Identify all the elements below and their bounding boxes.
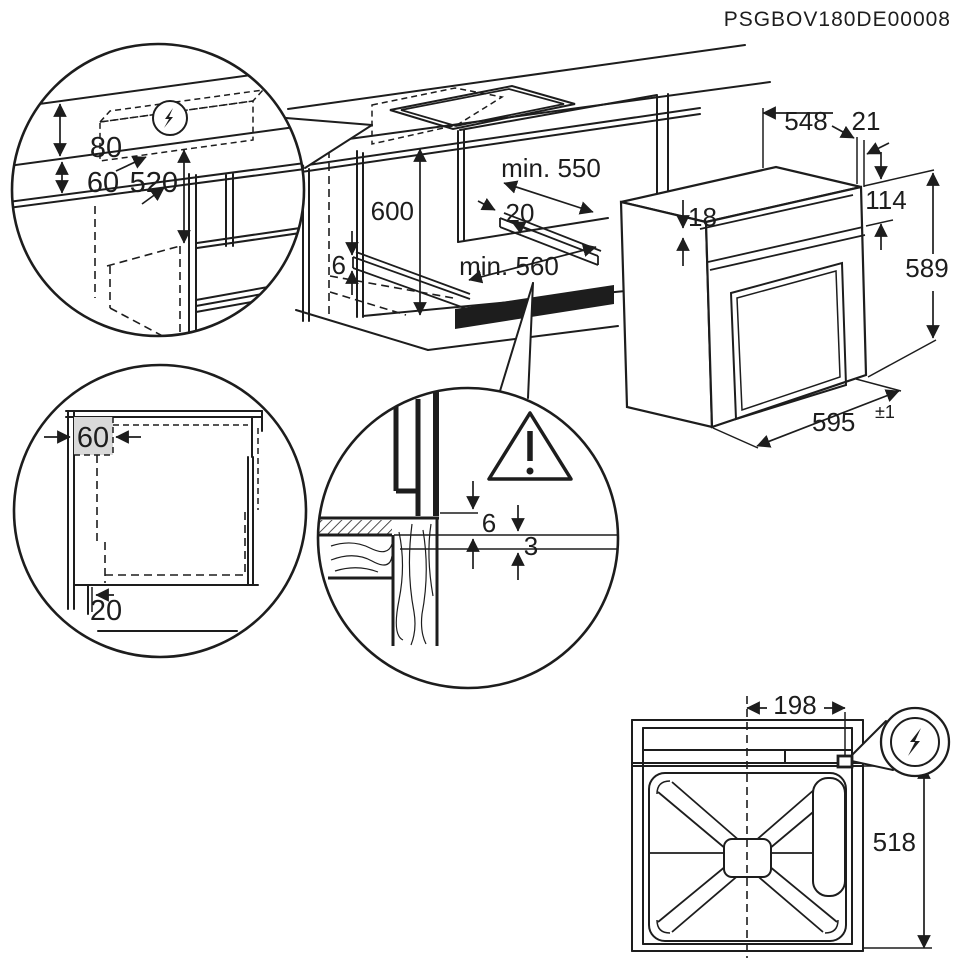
- oven-top-clearance-label: 18: [688, 202, 717, 232]
- niche-depth-label: min. 550: [501, 153, 601, 183]
- oven-width-tolerance-label: ±1: [875, 402, 895, 422]
- side-clearance-label: 60: [87, 167, 119, 199]
- oven-rear-view: 198 518: [631, 690, 951, 958]
- oven-frame-depth-label: 21: [852, 106, 881, 136]
- electrical-connection-icon: [152, 100, 188, 136]
- worktop-gap-label: 3: [524, 531, 538, 561]
- detail-circle-electrical: 80 60 520: [10, 42, 373, 338]
- hob-gap-label: 6: [482, 508, 496, 538]
- electrical-zone-shade: [371, 87, 505, 145]
- rear-height-label: 518: [873, 827, 916, 857]
- oven-panel-height-label: 114: [865, 185, 906, 215]
- oven-perspective: 548 21 18 114 589 595 ±1: [619, 106, 949, 449]
- plinth-recess: [455, 285, 614, 329]
- worktop-and-niche-scene: 600 min. 550 20 min. 560 6: [287, 44, 771, 351]
- left-support-rail: [352, 251, 471, 311]
- wall-strip-height-label: 80: [90, 132, 122, 164]
- oven-height-label: 589: [905, 253, 948, 283]
- electrical-connection-icon: [890, 717, 940, 767]
- connection-terminal: [836, 754, 854, 769]
- side-clearance-shade: [74, 417, 113, 455]
- hob-cutout-outer: [389, 84, 576, 131]
- drawing-code: PSGBOV180DE00008: [724, 8, 951, 31]
- hob-cutout-inner: [400, 88, 565, 127]
- oven-depth-label: 548: [784, 106, 827, 136]
- oven-width-label: 595: [812, 407, 855, 437]
- detail-circle-side-section: 60 20: [12, 363, 308, 659]
- niche-height-label: 600: [371, 196, 414, 226]
- side-bottom-gap-label: 20: [90, 595, 122, 627]
- oven-door-window: [729, 261, 848, 421]
- side-top-gap-label: 60: [77, 422, 109, 454]
- electrical-connection-callout: [836, 706, 951, 778]
- rail-setback-label: 20: [506, 198, 535, 228]
- niche-width-label: min. 560: [459, 251, 559, 281]
- rear-panel-brace: [648, 772, 847, 942]
- outlet-drop-label: 520: [130, 167, 178, 199]
- rail-thickness-label: 6: [332, 250, 346, 280]
- warning-icon: [487, 411, 573, 481]
- rear-connection-offset-label: 198: [773, 690, 816, 720]
- detail-circle-hob-gap: 6 3: [316, 282, 620, 690]
